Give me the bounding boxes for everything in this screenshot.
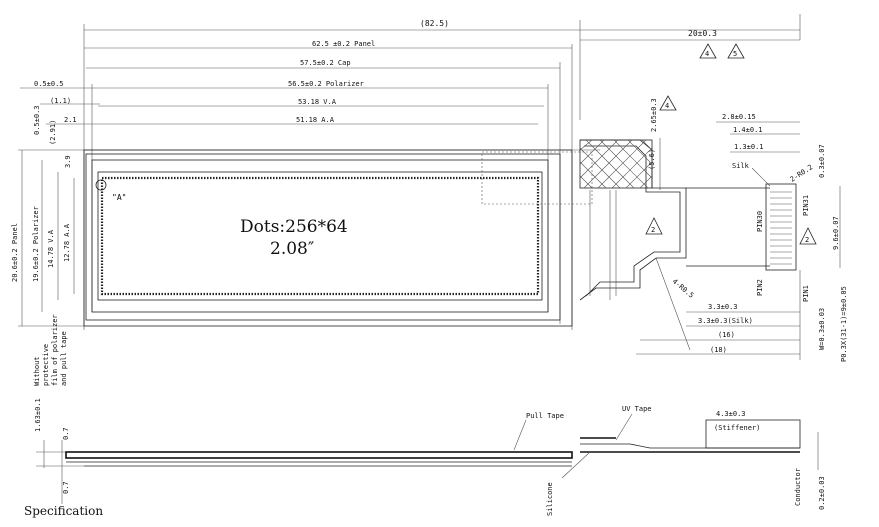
svg-text:5: 5 <box>733 50 737 58</box>
dim-v-291: (2.91) <box>49 120 57 145</box>
svg-text:protective: protective <box>42 344 50 386</box>
dim-v-39: 3.9 <box>64 155 72 168</box>
svg-text:4: 4 <box>705 50 709 58</box>
dim-v-polarizer: 19.6±0.2 Polarizer <box>32 206 40 282</box>
dim-163: 1.63±0.1 <box>34 398 42 432</box>
dots-label: Dots:256*64 <box>240 217 348 237</box>
dim-28: 2.8±0.15 <box>722 113 756 121</box>
dim-96: 9.6±0.07 <box>832 216 840 250</box>
dim-va: 53.18 V.A <box>298 98 337 106</box>
uv-tape-label: UV Tape <box>622 405 652 413</box>
note-triangle-2a: 2 <box>645 217 663 235</box>
pull-tape-label: Pull Tape <box>526 412 564 420</box>
note-triangle-4: 4 <box>699 43 717 59</box>
dim-33silk: 3.3±0.3(Silk) <box>698 317 753 325</box>
fpc-view: 20±0.3 4 5 4 2.65±0.3 (5.6) <box>579 20 848 362</box>
dim-14: 1.4±0.1 <box>733 126 763 134</box>
dim-left-11: (1.1) <box>50 97 71 105</box>
dim-v-05: 0.5±0.3 <box>33 105 41 135</box>
dim-cap: 57.5±0.2 Cap <box>300 59 351 67</box>
pin31-label: PIN31 <box>802 195 810 216</box>
svg-text:film of polarizer: film of polarizer <box>51 314 59 386</box>
note-triangle-5: 5 <box>727 43 745 59</box>
dim-left-21: 2.1 <box>64 116 77 124</box>
dim-r02: 2-R0.2 <box>789 163 815 183</box>
dim-265: 2.65±0.3 <box>650 98 658 132</box>
front-view: (82.5) 62.5 ±0.2 Panel 57.5±0.2 Cap 56.5… <box>11 14 801 330</box>
side-view: Without protective film of polarizer and… <box>33 314 826 516</box>
pin1-label: PIN1 <box>802 285 810 302</box>
svg-text:4: 4 <box>665 102 669 110</box>
detail-a-label: "A" <box>112 193 126 202</box>
svg-text:2: 2 <box>651 226 655 234</box>
svg-text:2: 2 <box>805 236 809 244</box>
dim-panel: 62.5 ±0.2 Panel <box>312 40 375 48</box>
note-triangle-2b: 2 <box>799 227 817 245</box>
size-label: 2.08″ <box>270 239 314 259</box>
dim-20: 20±0.3 <box>688 29 717 38</box>
silk-label: Silk <box>732 162 750 170</box>
stiffener-hatch <box>579 139 653 189</box>
dim-43: 4.3±0.3 <box>716 410 746 418</box>
dim-pitch-b: P0.3X(31-1)=9±0.05 <box>840 286 848 362</box>
protect-note: Without protective film of polarizer and… <box>33 314 68 386</box>
dim-13: 1.3±0.1 <box>734 143 764 151</box>
dim-aa: 51.18 A.A <box>296 116 335 124</box>
svg-text:Without: Without <box>33 356 41 386</box>
dim-left-05: 0.5±0.5 <box>34 80 64 88</box>
conductor-label: Conductor <box>794 468 802 506</box>
dim-r05: 4-R0.5 <box>671 277 696 299</box>
stiffener-label: (Stiffener) <box>714 424 760 432</box>
dim-v-va: 14.78 V.A <box>47 229 55 268</box>
dim-polarizer: 56.5±0.2 Polarizer <box>288 80 364 88</box>
dim-v-panel: 20.6±0.2 Panel <box>11 223 19 282</box>
svg-text:and pull tape: and pull tape <box>60 331 68 386</box>
pin30-label: PIN30 <box>756 211 764 232</box>
dim-03: 0.3±0.07 <box>818 144 826 178</box>
note-triangle-4b: 4 <box>659 95 677 111</box>
dim-total: (82.5) <box>420 19 449 28</box>
dim-16: (16) <box>718 331 735 339</box>
connector-pins <box>765 183 797 271</box>
dim-v-aa: 12.78 A.A <box>63 223 71 262</box>
dim-pitch-a: W=0.3±0.03 <box>818 308 826 350</box>
detail-a-circle <box>95 179 107 191</box>
silicone-label: Silicone <box>546 482 554 516</box>
specification-label: Specification <box>24 504 103 518</box>
pin2-label: PIN2 <box>756 279 764 296</box>
dim-07b: 0.7 <box>62 481 70 494</box>
dim-02: 0.2±0.03 <box>818 476 826 510</box>
dim-33: 3.3±0.3 <box>708 303 738 311</box>
dim-07a: 0.7 <box>62 427 70 440</box>
dim-18: (18) <box>710 346 727 354</box>
